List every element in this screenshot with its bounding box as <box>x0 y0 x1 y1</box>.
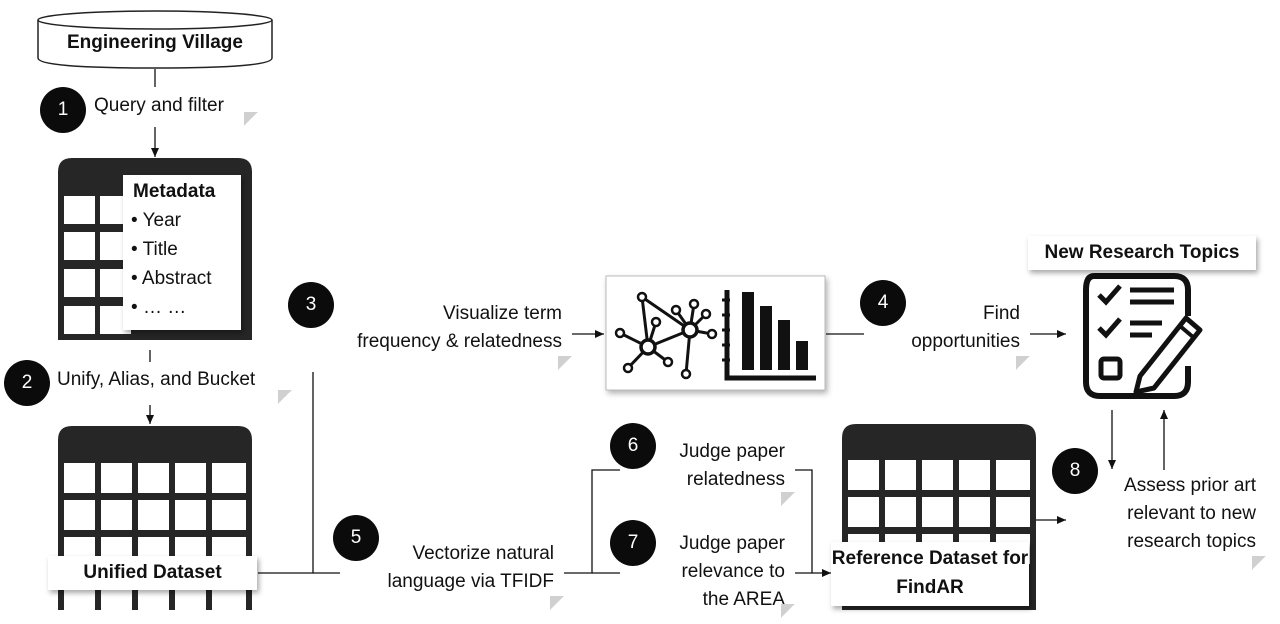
reference-dataset-line-1: Reference Dataset <box>831 548 998 569</box>
step-4-note: Find opportunities <box>864 296 1030 370</box>
step-8-note: Assess prior art relevant to new researc… <box>1068 470 1266 570</box>
step-5-note: Vectorize natural language via TFIDF <box>340 536 564 610</box>
checklist-pencil-icon <box>1083 273 1203 399</box>
network-graph-icon <box>614 291 718 380</box>
step-2-text: Unify, Alias, and Bucket <box>57 369 256 390</box>
step-3-text-line-2: frequency & relatedness <box>357 331 562 352</box>
step-4-text-line-2: opportunities <box>911 331 1020 352</box>
database-icon <box>37 10 273 69</box>
metadata-item-title: Title <box>131 235 241 264</box>
step-6-text-line-2: relatedness <box>686 469 785 490</box>
step-2-badge: 2 <box>4 360 50 406</box>
step-4-text-line-1: Find <box>983 303 1020 324</box>
step-1-badge: 1 <box>40 87 86 133</box>
step-6-note: Judge paper relatedness <box>620 434 795 506</box>
reference-dataset-label: Reference Dataset for FindAR <box>831 542 1029 606</box>
step-1-note: Query and filter <box>84 88 258 126</box>
step-2-note: Unify, Alias, and Bucket <box>46 362 292 404</box>
step-6-badge: 6 <box>610 423 656 469</box>
connector-lines <box>146 69 1168 577</box>
metadata-title: Metadata <box>133 181 216 202</box>
new-research-topics-label: New Research Topics <box>1028 236 1256 270</box>
step-6-text-line-1: Judge paper <box>679 441 785 462</box>
engineering-village-label: Engineering Village <box>67 32 243 53</box>
unified-dataset-label: Unified Dataset <box>48 556 257 590</box>
step-3-badge: 3 <box>288 282 334 328</box>
step-4-badge: 4 <box>860 280 906 326</box>
step-8-badge: 8 <box>1052 448 1098 494</box>
bar-chart-icon <box>722 290 816 381</box>
step-3-text-line-1: Visualize term <box>443 303 562 324</box>
step-5-badge: 5 <box>333 515 379 561</box>
metadata-item-abstract: Abstract <box>131 264 241 293</box>
step-7-text-line-3: the AREA <box>702 589 785 610</box>
metadata-item-year: Year <box>131 206 241 235</box>
step-7-text-line-2: relevance to <box>681 561 785 582</box>
reference-dataset-line-2: for FindAR <box>896 548 1029 598</box>
step-8-text-line-3: research topics <box>1127 531 1256 552</box>
metadata-card: Metadata Year Title Abstract … … <box>123 175 241 330</box>
step-7-text-line-1: Judge paper <box>679 533 785 554</box>
metadata-item-more: … … <box>131 293 241 322</box>
step-3-note: Visualize term frequency & relatedness <box>310 296 572 370</box>
step-5-text-line-1: Vectorize natural <box>412 543 554 564</box>
step-5-text-line-2: language via TFIDF <box>387 571 554 592</box>
step-7-badge: 7 <box>610 520 656 566</box>
step-8-text-line-2: relevant to new <box>1127 503 1256 524</box>
step-1-text: Query and filter <box>94 95 224 116</box>
step-8-text-line-1: Assess prior art <box>1124 475 1256 496</box>
